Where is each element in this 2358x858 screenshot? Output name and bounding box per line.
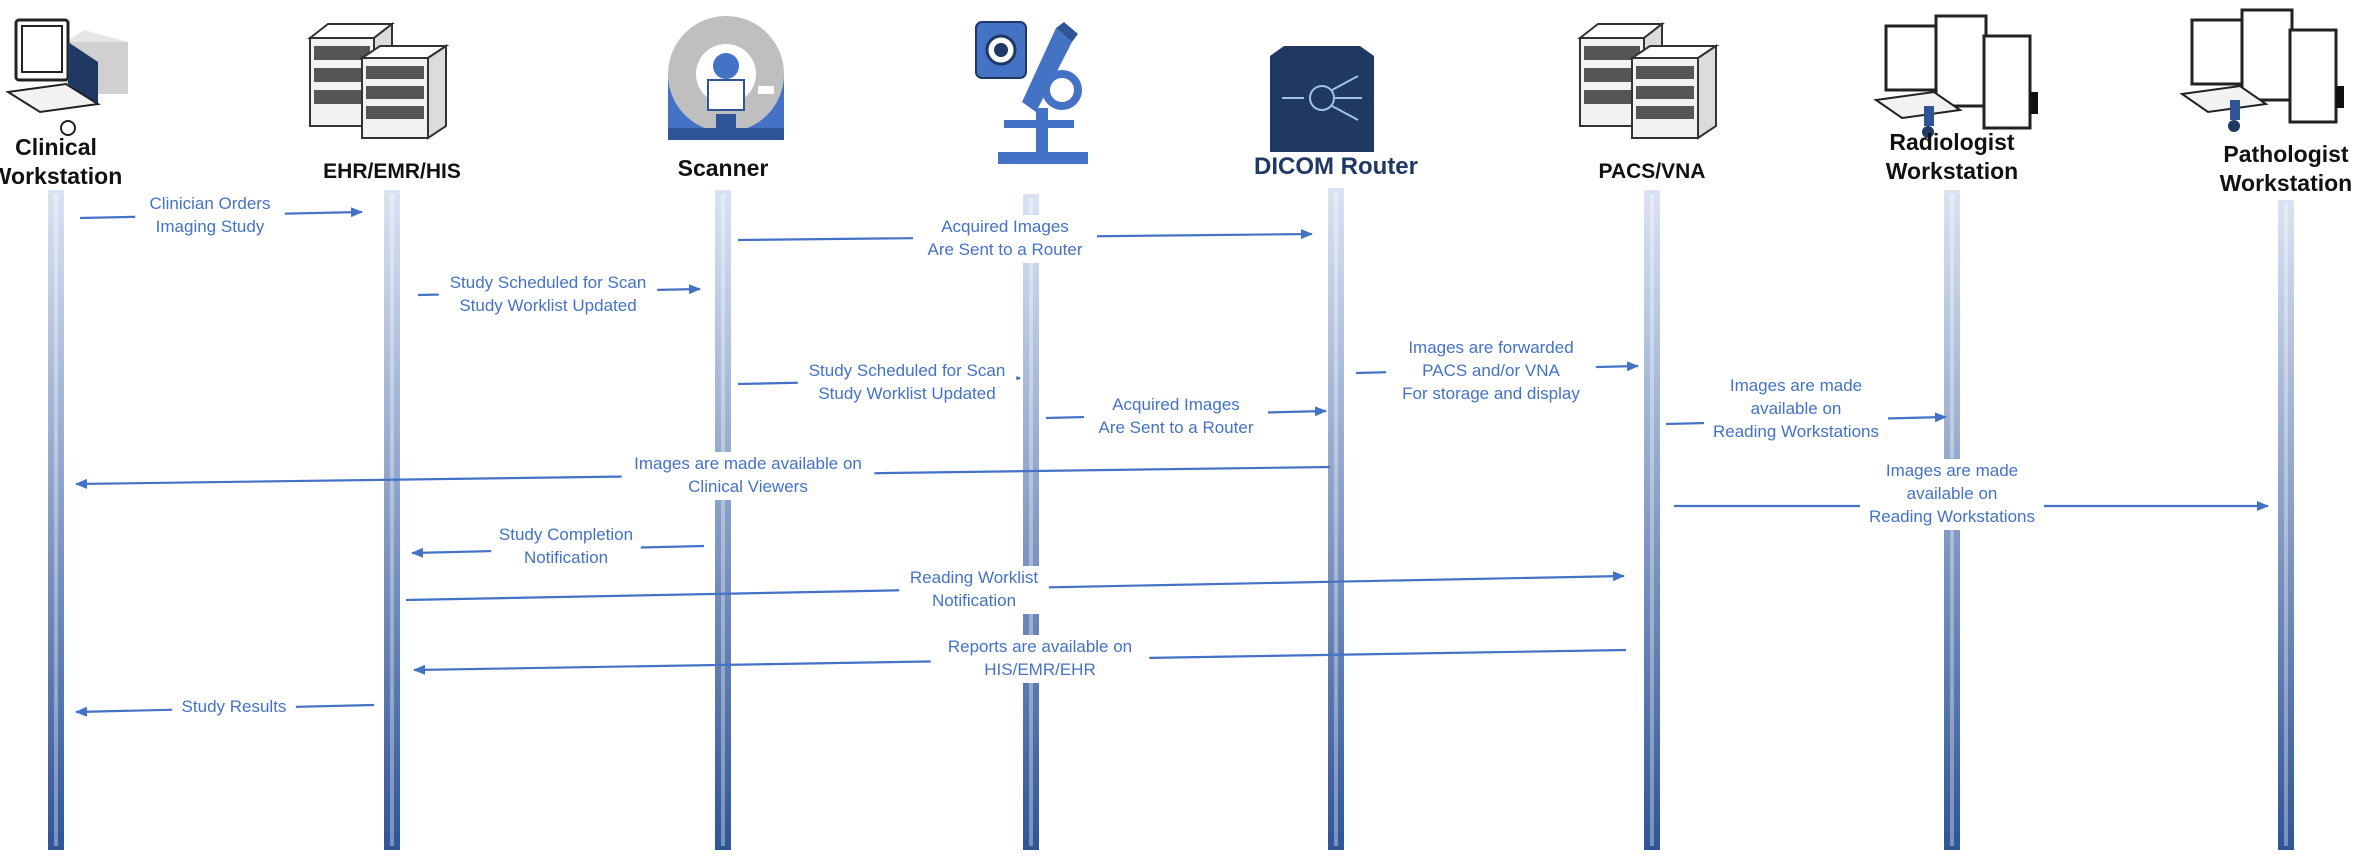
message-label: Images are made — [1886, 461, 2018, 480]
message-label: Study Completion — [499, 525, 633, 544]
clinical-workstation-icon — [5, 18, 128, 136]
message-pacs-to-pathologist: Images are made available on Reading Works… — [1674, 459, 2269, 530]
actor-label-pathologist: Workstation — [2220, 170, 2352, 196]
lifeline-microscope — [1023, 194, 1039, 850]
lifeline-highlight — [2284, 204, 2288, 846]
lifeline-highlight — [390, 194, 394, 846]
message-label: Reports are available on — [948, 637, 1132, 656]
message-router-to-clinical: Images are made available on Clinical Vie… — [75, 452, 1331, 500]
message-label-background — [913, 215, 1097, 263]
actor-label-radiologist: Radiologist — [1889, 129, 2015, 155]
actor-label-pacs: PACS/VNA — [1599, 160, 1706, 183]
message-label: Reading Worklist — [910, 568, 1038, 587]
ct-scanner-icon — [668, 16, 784, 140]
message-label-background — [172, 695, 296, 720]
message-label-background — [1084, 393, 1268, 441]
actor-label-router: DICOM Router — [1254, 153, 1418, 180]
message-label-background — [621, 452, 875, 500]
lifeline-highlight — [1650, 194, 1654, 846]
message-label: Imaging Study — [156, 217, 265, 236]
lifeline-clinical — [48, 190, 64, 850]
message-label: Images are made available on — [634, 454, 862, 473]
message-label: Are Sent to a Router — [928, 240, 1083, 259]
actor-label-ehr: EHR/EMR/HIS — [323, 160, 461, 183]
microscope-icon — [975, 21, 1088, 164]
message-label-background — [899, 566, 1049, 614]
server-rack-icon — [1577, 21, 1720, 140]
message-label-background — [438, 271, 658, 319]
message-label: Study Scheduled for Scan — [809, 361, 1006, 380]
message-label-background — [1704, 374, 1888, 445]
message-label-background — [491, 523, 641, 571]
lifeline-pacs — [1644, 190, 1660, 850]
message-pacs-to-radiologist: Images are made available on Reading Works… — [1665, 374, 1947, 445]
message-label: Study Results — [182, 697, 287, 716]
message-label: PACS and/or VNA — [1422, 361, 1560, 380]
actor-label-clinical: Workstation — [0, 163, 122, 189]
message-label: available on — [1751, 399, 1842, 418]
message-label: Clinical Viewers — [688, 477, 808, 496]
message-label: Study Worklist Updated — [818, 384, 995, 403]
message-label-background — [135, 192, 285, 240]
message-label: Reading Workstations — [1869, 507, 2035, 526]
actor-label-clinical: Clinical — [15, 134, 97, 160]
message-label: HIS/EMR/EHR — [984, 660, 1095, 679]
message-ehr-to-clinical: Study Results — [75, 695, 375, 720]
message-label: Study Scheduled for Scan — [450, 273, 647, 292]
lifeline-scanner — [715, 190, 731, 850]
lifeline-pathologist — [2278, 200, 2294, 850]
message-label: Reading Workstations — [1713, 422, 1879, 441]
lifeline-highlight — [1334, 192, 1338, 846]
message-label: Are Sent to a Router — [1099, 418, 1254, 437]
message-label: For storage and display — [1402, 384, 1580, 403]
lifeline-highlight — [721, 194, 725, 846]
message-label: Clinician Orders — [150, 194, 271, 213]
message-label: Notification — [524, 548, 608, 567]
multi-monitor-workstation-icon — [1873, 14, 2038, 138]
server-rack-icon — [307, 21, 450, 140]
message-label-background — [1860, 459, 2044, 530]
message-pacs-to-ehr: Reports are available on HIS/EMR/EHR — [413, 635, 1627, 683]
message-label: Notification — [932, 591, 1016, 610]
message-label: Study Worklist Updated — [459, 296, 636, 315]
message-label-background — [1386, 336, 1596, 407]
message-label: available on — [1907, 484, 1998, 503]
lifeline-highlight — [1029, 198, 1033, 846]
multi-monitor-workstation-icon — [2179, 8, 2344, 132]
message-label: Acquired Images — [1112, 395, 1240, 414]
lifeline-ehr — [384, 190, 400, 850]
actor-label-radiologist: Workstation — [1886, 158, 2018, 184]
actor-label-scanner: Scanner — [678, 155, 769, 181]
message-label-background — [930, 635, 1150, 683]
message-label: Images are made — [1730, 376, 1862, 395]
message-label: Acquired Images — [941, 217, 1069, 236]
lifeline-highlight — [54, 194, 58, 846]
lifeline-router — [1328, 188, 1344, 850]
message-label-background — [797, 359, 1017, 407]
message-label: Images are forwarded — [1408, 338, 1573, 357]
actor-label-pathologist: Pathologist — [2223, 141, 2349, 167]
dicom-router-icon — [1270, 46, 1374, 152]
